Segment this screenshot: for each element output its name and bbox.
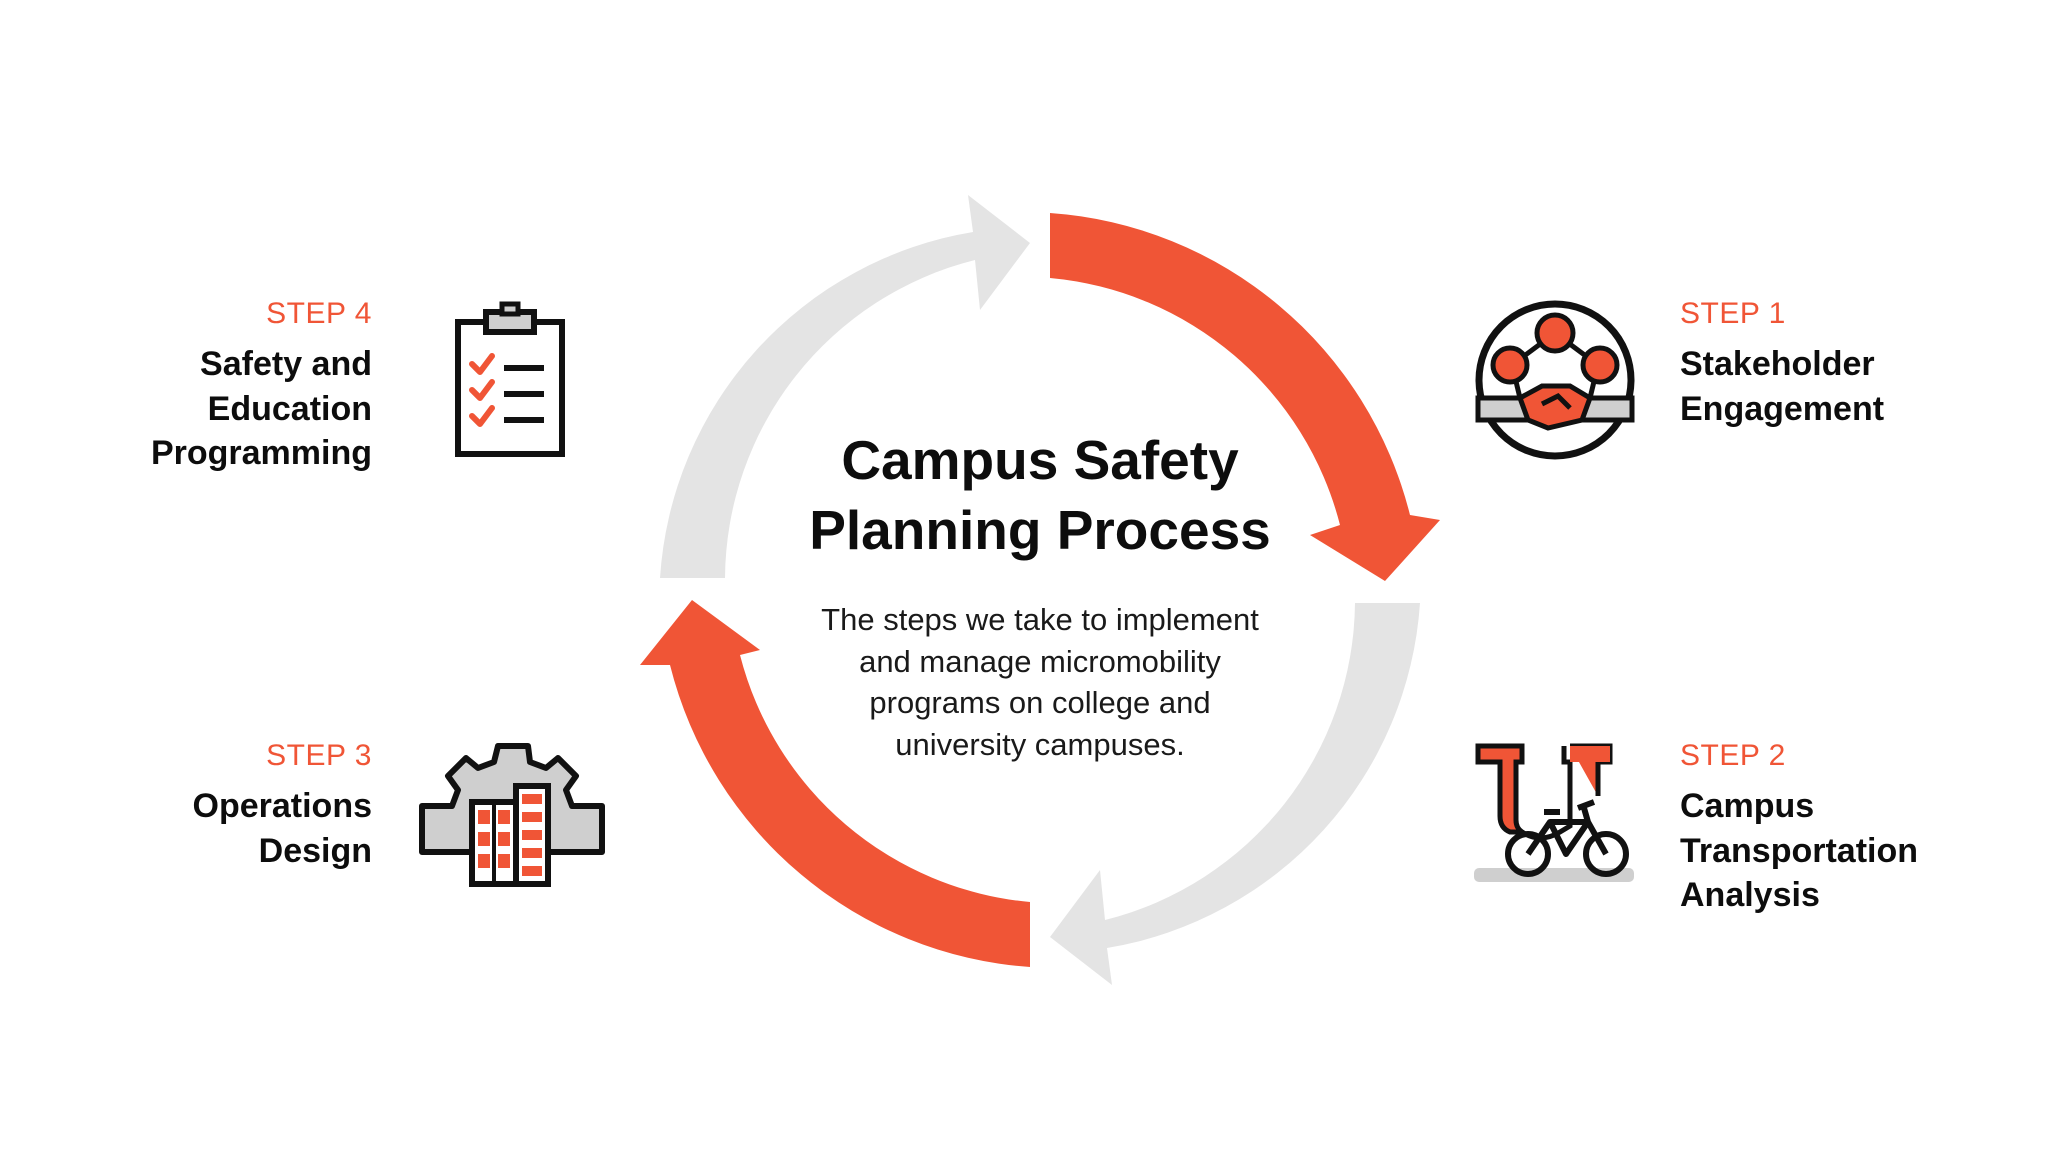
- clipboard-checklist-icon: [455, 301, 565, 457]
- arrow-step3-to-step4: [640, 600, 1030, 967]
- step-name-line: Programming: [150, 434, 372, 472]
- description-line: and manage micromobility: [859, 643, 1221, 679]
- title-line: Campus Safety: [841, 429, 1239, 491]
- step-name-line: Safety and: [200, 345, 372, 383]
- step-name: Safety and Education Programming: [0, 342, 372, 476]
- gear-building-icon: [419, 743, 605, 887]
- step-label: STEP 4: [266, 297, 372, 330]
- cycle-arrows: [640, 195, 1440, 985]
- step-3: STEP 3 Operations Design: [0, 738, 372, 873]
- step-name: Campus Transportation Analysis: [1680, 784, 2048, 918]
- step-name-line: Design: [258, 831, 372, 870]
- step-name-line: Transportation: [1680, 831, 1919, 870]
- step-name-line: Engagement: [1680, 389, 1885, 428]
- step-2: STEP 2 Campus Transportation Analysis: [1680, 738, 2048, 918]
- step-name: Stakeholder Engagement: [1680, 342, 2048, 431]
- diagram-description: The steps we take to implement and manag…: [780, 599, 1300, 765]
- step-label: STEP 2: [1680, 739, 1786, 772]
- step-label: STEP 3: [266, 739, 372, 772]
- step-name-line: Analysis: [1680, 876, 1820, 914]
- step-name-line: Campus: [1680, 787, 1815, 825]
- step-name-line: Education: [207, 389, 372, 428]
- description-line: programs on college and: [869, 685, 1211, 720]
- description-line: The steps we take to implement: [821, 602, 1259, 637]
- step-label: STEP 1: [1680, 297, 1786, 330]
- title-line: Planning Process: [809, 499, 1271, 561]
- handshake-network-icon: [1475, 300, 1635, 460]
- center-block: Campus Safety Planning Process The steps…: [780, 425, 1300, 765]
- step-name-line: Stakeholder: [1680, 345, 1875, 383]
- arrow-step2-to-step3: [1050, 603, 1420, 985]
- university-bicycle-icon: [1474, 743, 1634, 882]
- description-line: university campuses.: [895, 726, 1185, 762]
- arrow-step4-to-step1: [660, 195, 1030, 578]
- step-4: STEP 4 Safety and Education Programming: [0, 296, 372, 476]
- diagram-title: Campus Safety Planning Process: [780, 425, 1300, 565]
- step-1: STEP 1 Stakeholder Engagement: [1680, 296, 2048, 431]
- step-name-line: Operations: [192, 787, 372, 825]
- step-name: Operations Design: [0, 784, 372, 873]
- arrow-step1-to-step2: [1050, 213, 1440, 581]
